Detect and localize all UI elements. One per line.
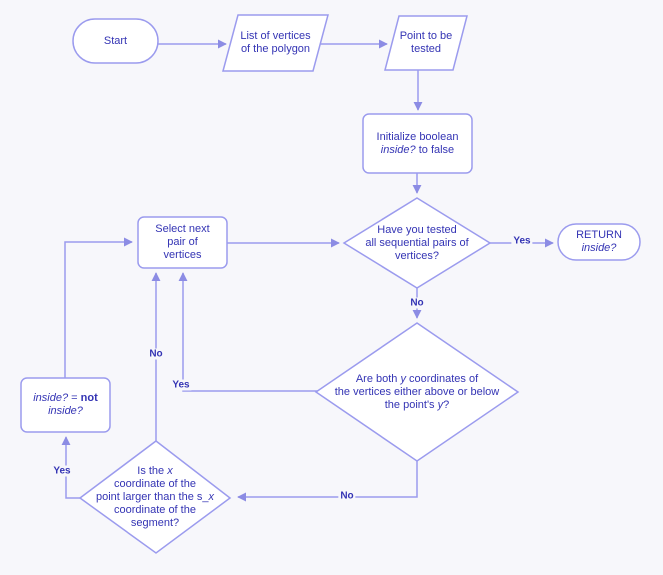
xcheck-decision-diamond	[78, 440, 232, 554]
edge-invert-loop-to-select	[64, 237, 133, 378]
point-tested-parallelogram	[384, 15, 468, 71]
edge-xcheck-yes-to-invert	[61, 436, 80, 499]
start-terminal-shape	[72, 18, 159, 64]
init-process-shape	[362, 113, 473, 174]
edge-ycheck-yes-to-select	[178, 272, 318, 392]
select-process-shape	[137, 216, 228, 269]
return-terminal-shape	[557, 223, 641, 261]
list-vertices-parallelogram	[222, 14, 329, 72]
tested-all-decision-diamond	[342, 197, 492, 289]
ycheck-decision-diamond	[314, 322, 520, 462]
invert-process-shape	[20, 377, 111, 433]
edge-ycheck-no-to-xcheck	[237, 461, 418, 502]
